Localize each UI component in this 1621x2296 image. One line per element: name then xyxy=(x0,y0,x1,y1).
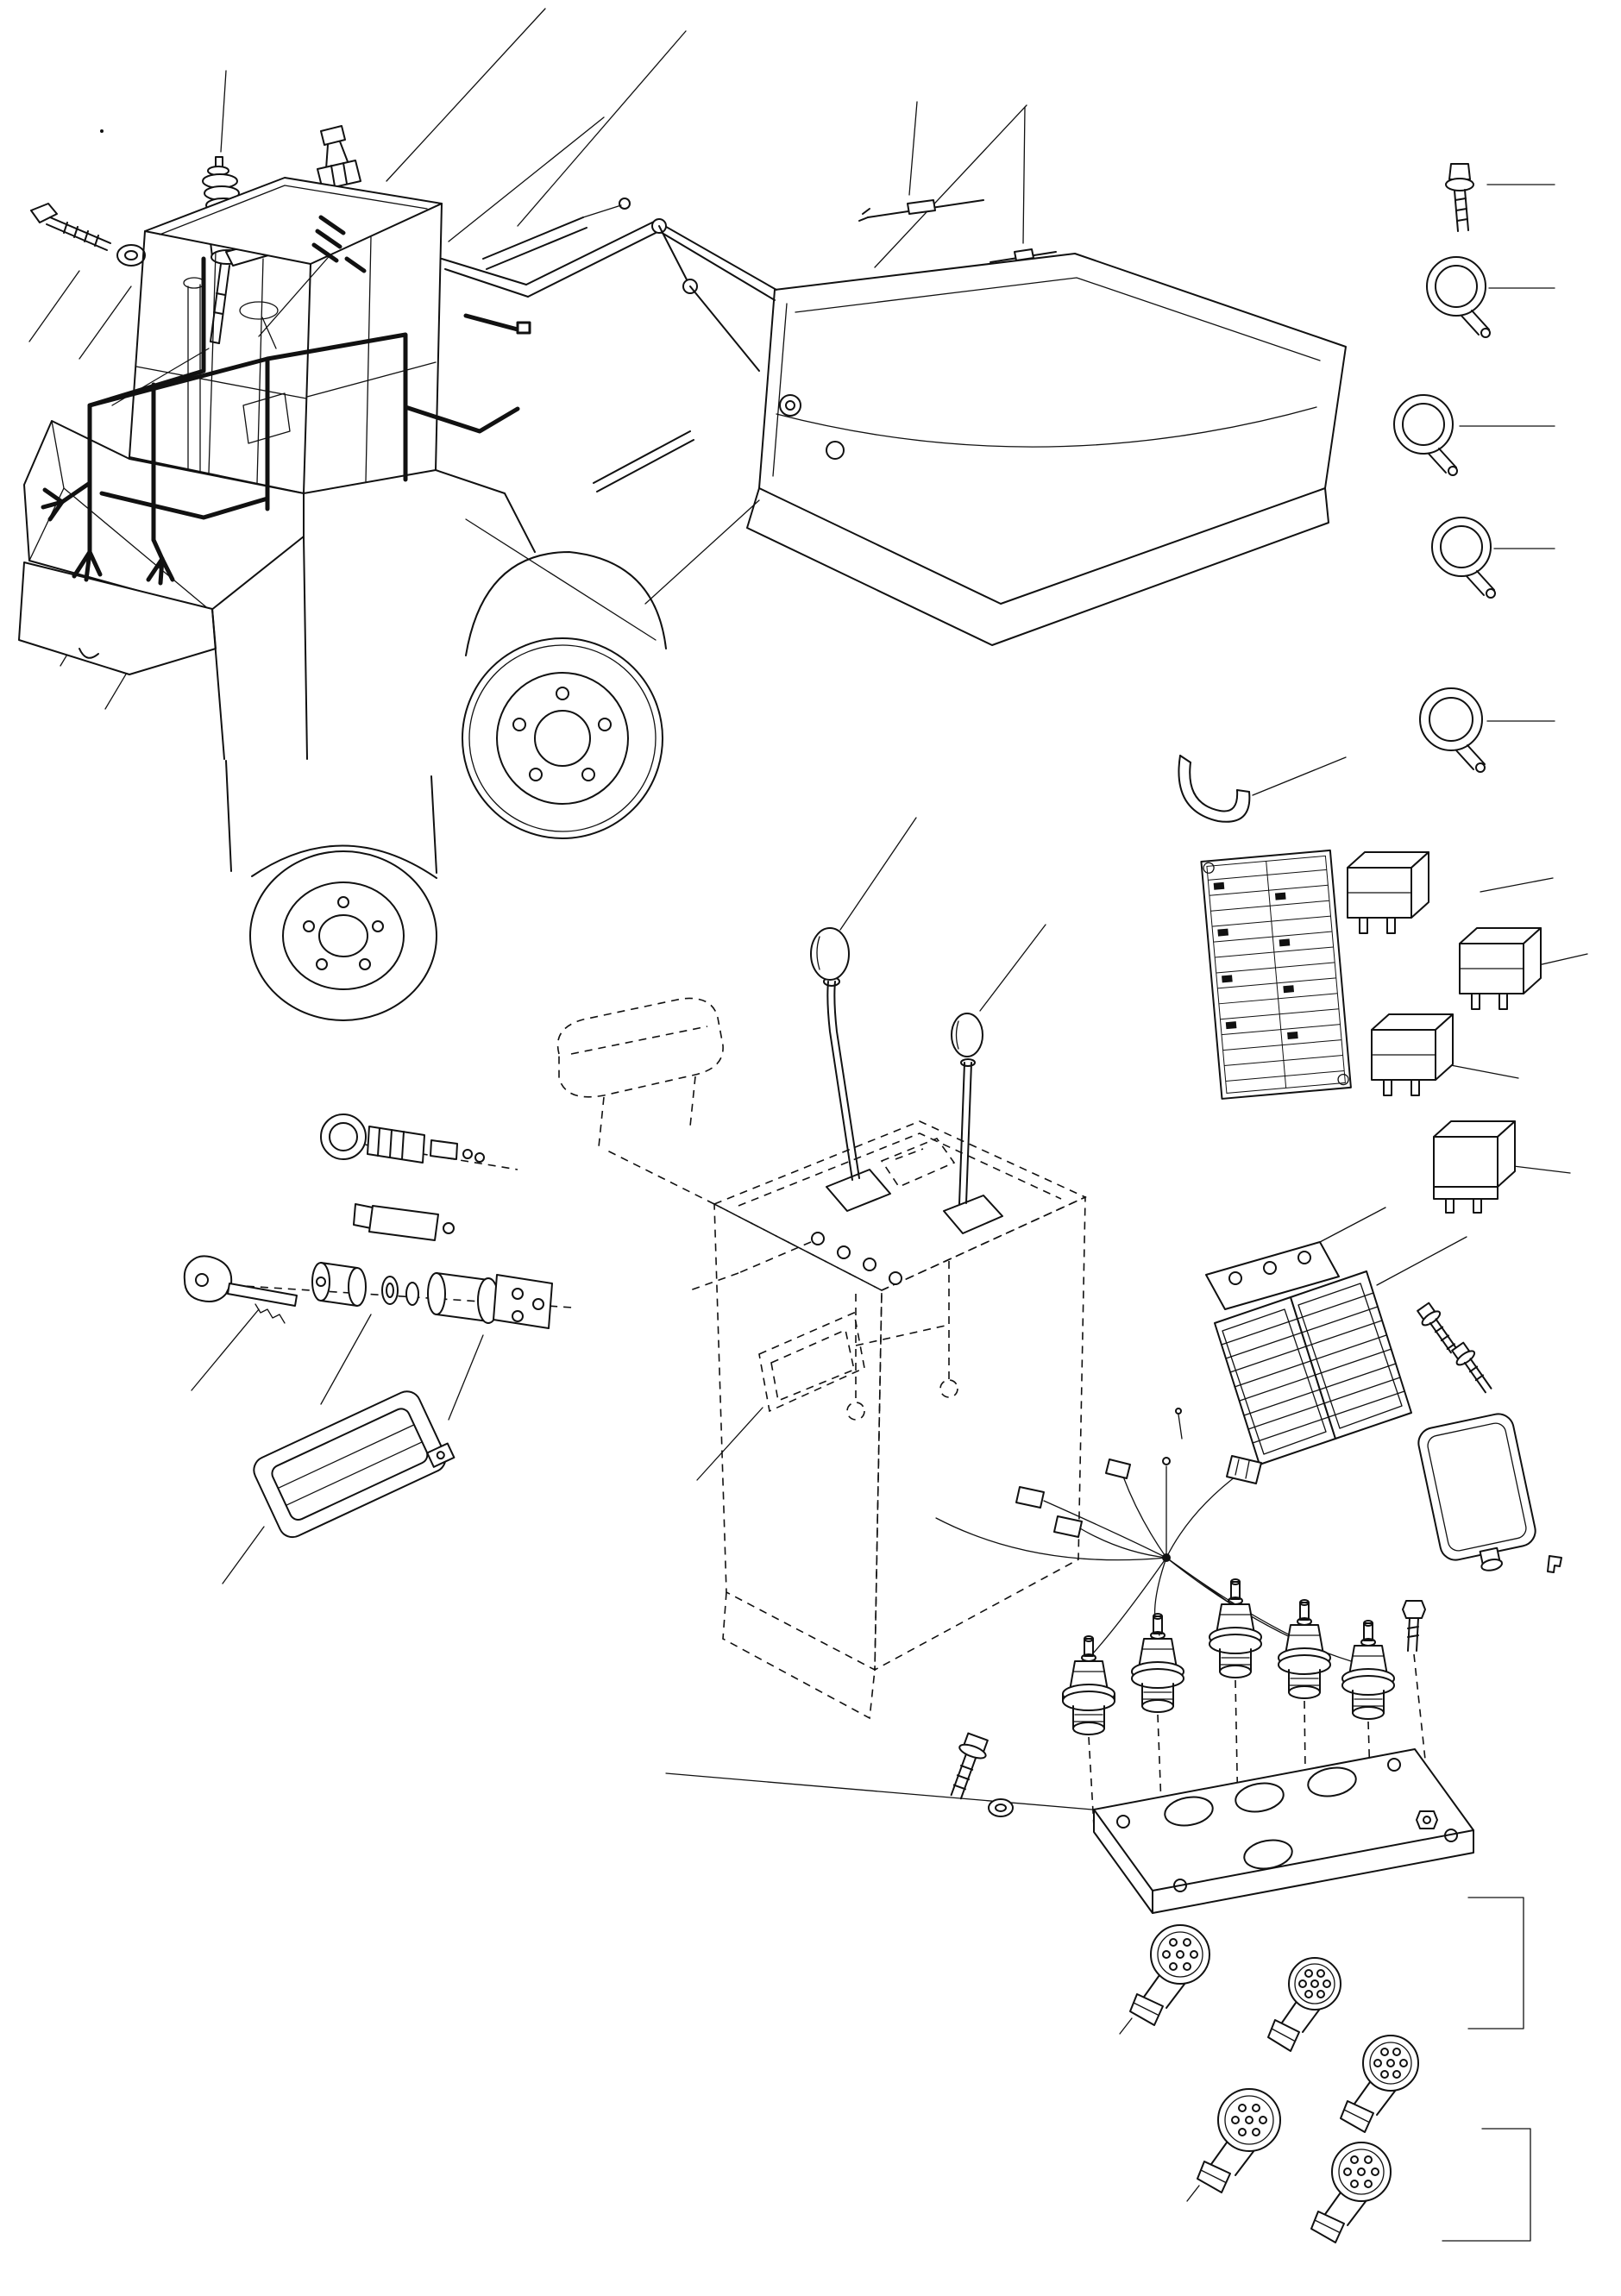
bulkhead-socket-5 xyxy=(1341,1620,1395,1720)
bulkhead-socket-1 xyxy=(1062,1635,1115,1735)
relay-3 xyxy=(1371,1013,1454,1096)
bulkhead-socket-3 xyxy=(1209,1578,1262,1678)
cab xyxy=(129,177,443,494)
control-lever-left xyxy=(810,927,891,1212)
bulkhead-socket-2 xyxy=(1131,1613,1184,1713)
control-lever-right xyxy=(943,1013,1003,1234)
cable-clamp-2 xyxy=(1393,394,1458,476)
cable-clamp-3 xyxy=(1431,517,1496,599)
cable-clamp-4 xyxy=(1419,687,1486,773)
ignition-switch xyxy=(405,1272,553,1329)
bulkhead-socket-4 xyxy=(1278,1599,1331,1699)
round-connector-3 xyxy=(1340,2035,1419,2133)
fuse-decal-label xyxy=(1200,849,1352,1100)
round-connector-5 xyxy=(1310,2142,1392,2243)
cover-box xyxy=(1417,1413,1536,1571)
cable-clamp-1 xyxy=(1426,256,1491,338)
relay-stacked xyxy=(1433,1120,1516,1214)
relay-1 xyxy=(1347,851,1429,934)
control-console xyxy=(556,997,1087,1720)
mounting-bolt-left xyxy=(950,1732,989,1800)
lift-arm xyxy=(441,198,777,492)
socket-mounting-plate xyxy=(1093,1748,1474,1914)
push-button-switch xyxy=(320,1113,485,1164)
ecu-connector-module-b xyxy=(1290,1270,1412,1440)
wheel-loader-vehicle xyxy=(18,177,1347,1021)
module-screw-2 xyxy=(1451,1341,1492,1394)
ignition-key xyxy=(183,1255,298,1324)
round-connector-2 xyxy=(1267,1957,1341,2052)
flange-bolt-right xyxy=(1445,163,1474,232)
print-dot xyxy=(100,129,104,133)
wheel-right xyxy=(462,551,667,839)
round-connector-4 xyxy=(1186,2088,1281,2202)
key-cylinder xyxy=(311,1262,367,1307)
wire-lead-large xyxy=(858,199,984,222)
cab-wiring-harness xyxy=(41,215,531,586)
bucket xyxy=(746,253,1347,646)
bolt-washer xyxy=(988,1798,1014,1817)
wheel-left xyxy=(211,469,536,1021)
lock-washer xyxy=(381,1276,399,1305)
relay-2 xyxy=(1459,927,1542,1010)
mounting-bolt-right xyxy=(1402,1600,1426,1652)
small-mounting-plate xyxy=(1205,1241,1340,1310)
work-lamp xyxy=(253,1390,456,1539)
washer-top-left xyxy=(116,244,146,267)
module-screw-1 xyxy=(1417,1302,1458,1354)
hook-clip xyxy=(1178,755,1251,823)
hood xyxy=(18,420,305,675)
hex-bolt-top-left xyxy=(30,203,111,251)
small-clip xyxy=(1547,1555,1562,1573)
console-panel-holes xyxy=(811,1232,902,1285)
round-connector-1 xyxy=(1119,1924,1210,2035)
toggle-switch xyxy=(353,1203,455,1241)
